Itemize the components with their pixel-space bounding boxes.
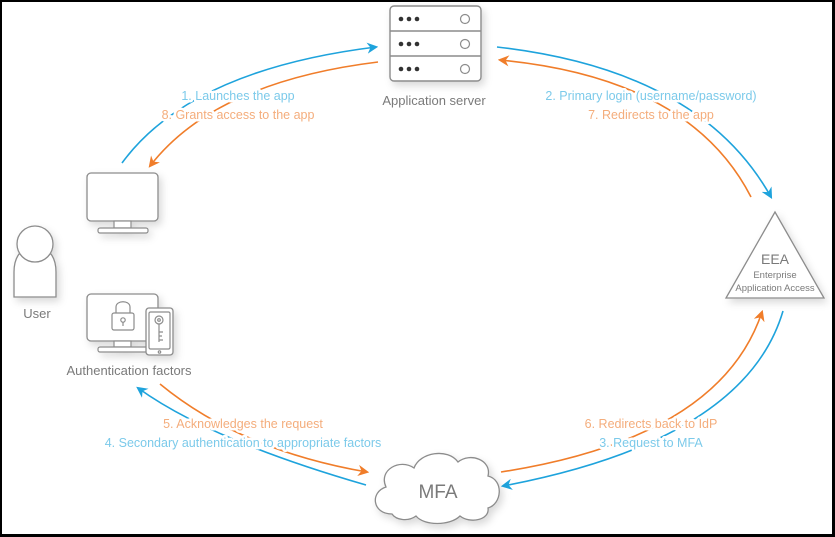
eea-node: EEA Enterprise Application Access: [724, 210, 826, 299]
arrow-step-2: [496, 46, 773, 199]
eea-line-1: Enterprise: [753, 270, 796, 281]
arrow-step-8: [148, 61, 379, 168]
lock-icon: [111, 301, 135, 331]
app-server-label: Application server: [382, 93, 486, 108]
step-7-label: 7. Redirects to the app: [588, 108, 714, 122]
arrow-step-6: [500, 309, 765, 473]
auth-factors-node: Authentication factors: [66, 293, 192, 378]
arrow-step-7: [497, 55, 752, 198]
step-2-label: 2. Primary login (username/password): [545, 89, 756, 103]
arrow-step-3: [500, 310, 784, 490]
step-5-label: 5. Acknowledges the request: [163, 417, 323, 431]
user-node: User: [13, 225, 57, 321]
mfa-node: MFA: [374, 452, 500, 525]
mfa-label: MFA: [418, 482, 457, 503]
auth-factors-label: Authentication factors: [66, 363, 192, 378]
app-server-node: Application server: [382, 5, 486, 108]
monitor-icon: [86, 172, 159, 234]
eea-line-2: Application Access: [735, 283, 814, 294]
triangle-icon: [724, 210, 826, 299]
user-label: User: [23, 306, 51, 321]
step-4-label: 4. Secondary authentication to appropria…: [105, 436, 382, 450]
arrow-step-1: [121, 42, 379, 164]
arrow-step-5: [159, 383, 370, 476]
step-3-label: 3. Request to MFA: [599, 436, 703, 450]
cloud-icon: [374, 452, 500, 525]
eea-title: EEA: [761, 251, 790, 267]
server-icon: [389, 5, 482, 82]
step-6-label: 6. Redirects back to IdP: [585, 417, 718, 431]
step-8-label: 8. Grants access to the app: [162, 108, 315, 122]
step-1-label: 1. Launches the app: [181, 89, 294, 103]
key-icon: [148, 311, 171, 354]
user-icon: [13, 225, 57, 298]
arrow-step-4: [136, 386, 367, 486]
computer-node: [86, 172, 159, 234]
